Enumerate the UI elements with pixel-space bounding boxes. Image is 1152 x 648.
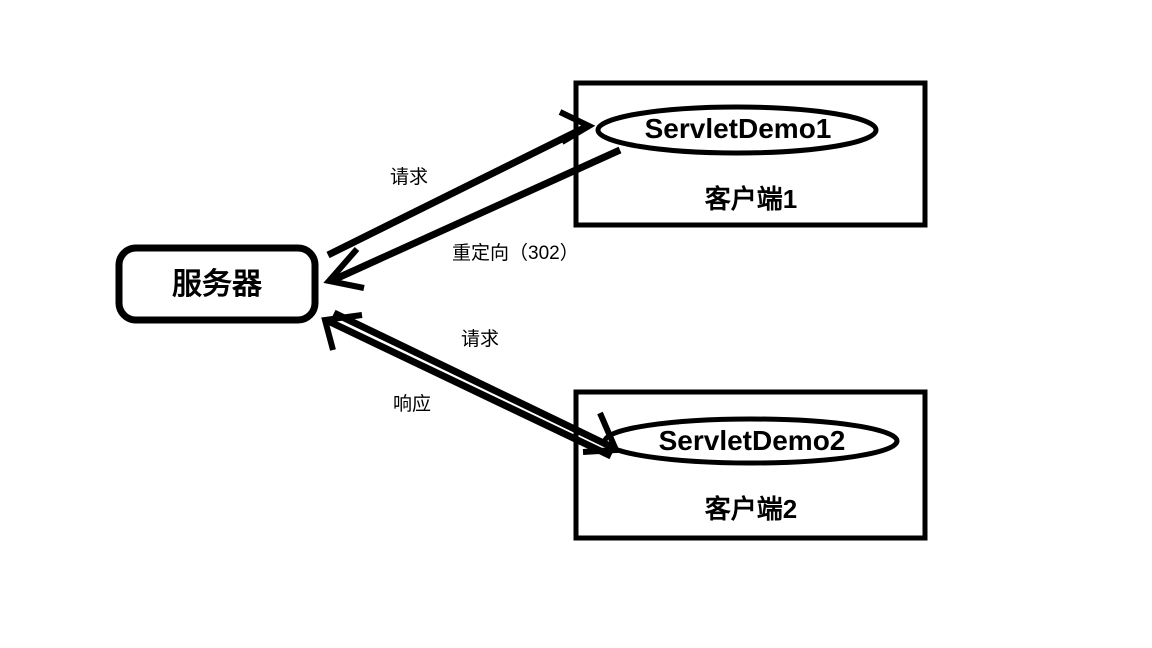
servlet1-label: ServletDemo1 [644, 113, 832, 144]
server-box[interactable] [115, 244, 319, 324]
edge-label-request-to-servlet1: 请求 [390, 167, 429, 188]
server-label: 服务器 [172, 268, 262, 301]
client1-label: 客户端1 [704, 184, 798, 214]
servlet2-label: ServletDemo2 [658, 425, 846, 456]
edge-request-to-servlet1[interactable] [326, 109, 596, 259]
arrowhead-redirect-to-server [323, 247, 365, 291]
servlet1-ellipse[interactable] [595, 104, 879, 156]
arrowhead-to-servlet1 [558, 109, 596, 145]
edge-response-from-servlet2[interactable] [321, 312, 613, 460]
arrowhead-response-to-server [321, 312, 363, 351]
edge-redirect-302[interactable] [323, 146, 622, 291]
edge-label-request-to-servlet2: 请求 [461, 329, 500, 350]
edge-label-redirect-302: 重定向（302） [452, 243, 579, 264]
edge-label-response-from-servlet2: 响应 [393, 394, 432, 415]
client2-label: 客户端2 [704, 494, 798, 524]
